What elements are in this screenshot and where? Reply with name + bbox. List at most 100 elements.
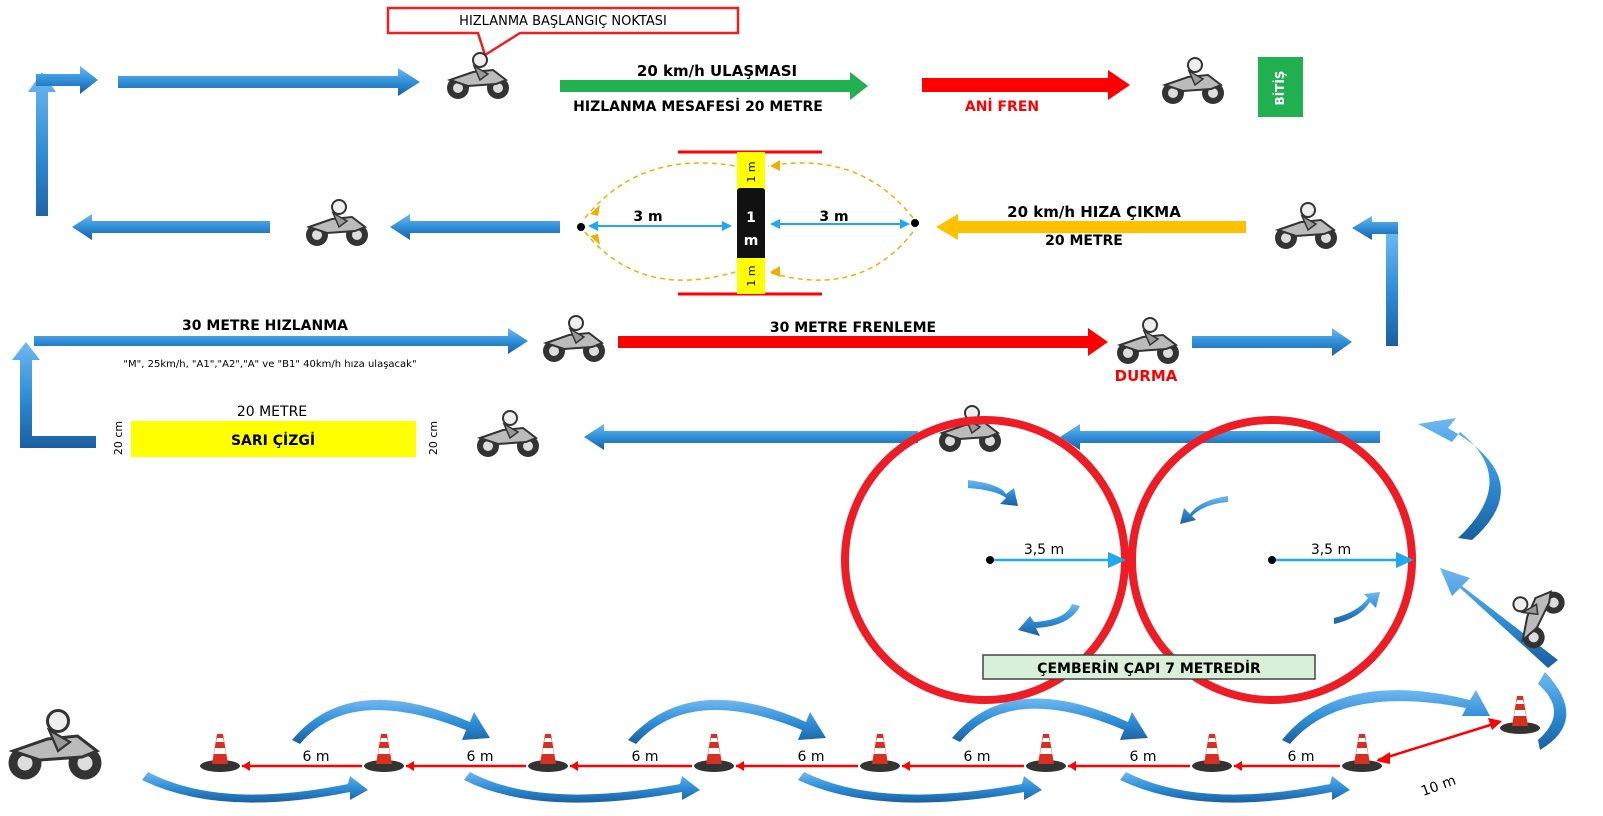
- blue-arrow-row2-mid: [390, 214, 560, 240]
- slalom-cone: [694, 734, 734, 772]
- cyan-head-right-a: [770, 219, 780, 229]
- blue-arrow-row4-right: [1060, 424, 1380, 450]
- left-width-label: 20 cm: [112, 421, 125, 455]
- motorcycle-icon-brake: [1161, 57, 1225, 105]
- row2-distance-label: 20 METRE: [1045, 233, 1123, 249]
- orange-arrowheads: [590, 160, 780, 277]
- cone-point-left: [577, 223, 585, 231]
- orange-arrow-row2: [936, 214, 1246, 240]
- bottom-marker-label: 1 m: [745, 265, 758, 286]
- slalom-gap-head: [736, 761, 744, 771]
- slalom-gap-head: [902, 761, 910, 771]
- slalom-lower-arcs: [142, 772, 1350, 803]
- orange-dashed-arcs: [584, 162, 914, 281]
- row1-speed-label: 20 km/h ULAŞMASI: [637, 62, 797, 80]
- left-distance-label: 3 m: [633, 209, 662, 225]
- yellow-line-box: [131, 421, 416, 457]
- left-radius-label: 3,5 m: [1024, 542, 1064, 558]
- cyan-head-left-b: [722, 221, 732, 231]
- slalom-upper-arcs: [292, 690, 1490, 744]
- slalom-gap-label: 6 m: [632, 749, 659, 765]
- motorcycle-icon-slalom: [7, 709, 103, 781]
- finish-box: [1258, 57, 1303, 117]
- diameter-note-box: [982, 654, 1316, 680]
- blue-arrow-corner-1: [36, 66, 98, 94]
- yellow-marker-top: [737, 152, 765, 192]
- diameter-note: ÇEMBERİN ÇAPI 7 METREDİR: [1037, 660, 1261, 677]
- slalom-gap-head: [406, 761, 414, 771]
- row4-distance-label: 20 METRE: [237, 404, 307, 420]
- circle-direction-arrows: [968, 480, 1380, 636]
- ten-meter-head-b: [1488, 718, 1502, 730]
- finish-label: BİTİŞ: [1272, 71, 1287, 106]
- start-callout-text: HIZLANMA BAŞLANGIÇ NOKTASI: [459, 14, 667, 29]
- row3-stop-label: DURMA: [1115, 367, 1178, 385]
- slalom-gap-label: 6 m: [798, 749, 825, 765]
- right-width-label: 20 cm: [427, 421, 440, 455]
- slalom-gap-label: 6 m: [1288, 749, 1315, 765]
- curved-arrow-right-upper: [1418, 418, 1501, 540]
- row1-brake-label: ANİ FREN: [965, 98, 1039, 115]
- slalom-gap-head: [1234, 761, 1242, 771]
- yellow-marker-bottom: [737, 258, 765, 294]
- green-arrow-accel: [560, 72, 868, 100]
- center-block-label: 1: [746, 210, 756, 226]
- motorcycle-icon-row4-left: [476, 410, 540, 458]
- row3-brake-label: 30 METRE FRENLEME: [770, 320, 936, 336]
- blue-arrow-up-left-1: [28, 72, 56, 228]
- ten-meter-line: [1377, 720, 1501, 762]
- right-radius-label: 3,5 m: [1311, 542, 1351, 558]
- slalom-cone: [1026, 734, 1066, 772]
- motorcycle-icon-start: [446, 52, 510, 100]
- slalom-cone: [364, 734, 404, 772]
- row1-distance-label: HIZLANMA MESAFESİ 20 METRE: [573, 98, 823, 115]
- slalom-gap-head: [570, 761, 578, 771]
- slalom-gap-label: 6 m: [1130, 749, 1157, 765]
- blue-arrow-up-right: [1386, 232, 1398, 346]
- slalom-gap-lines: 6 m 6 m 6 m 6 m 6 m 6 m 6 m: [242, 749, 1340, 771]
- slalom-gap-label: 6 m: [467, 749, 494, 765]
- curved-arrow-bottom-right: [1538, 672, 1567, 750]
- motorcycle-icon-row2-left: [305, 199, 369, 247]
- motorcycle-icon-row2-right: [1274, 202, 1338, 250]
- circle-left-center: [986, 556, 994, 564]
- start-callout: HIZLANMA BAŞLANGIÇ NOKTASI: [386, 6, 740, 57]
- row3-accel-label: 30 METRE HIZLANMA: [182, 318, 348, 334]
- black-center-block: [737, 188, 765, 260]
- ten-meter-head-a: [1376, 752, 1390, 764]
- blue-arrow-row2-left: [72, 214, 270, 240]
- motorcycle-icon-diagonal: [1496, 574, 1570, 654]
- cyan-head-left-a: [588, 221, 598, 231]
- yellow-line-label: SARI ÇİZGİ: [231, 432, 315, 449]
- slalom-gap-head: [1068, 761, 1076, 771]
- blue-arrow-row4-mid: [584, 424, 918, 450]
- cyan-head-right-b: [900, 219, 910, 229]
- slalom-cone: [860, 734, 900, 772]
- red-arrow-row3-brake: [618, 328, 1108, 356]
- center-block-unit: m: [744, 233, 759, 249]
- circle-right-center: [1268, 556, 1276, 564]
- row2-speed-label: 20 km/h HIZA ÇIKMA: [1007, 203, 1181, 221]
- slalom-cone: [1192, 734, 1232, 772]
- slalom-cone: [528, 734, 568, 772]
- blue-arrow-row1: [118, 68, 420, 96]
- slalom-cone: [1342, 734, 1382, 772]
- slalom-gap-label: 6 m: [303, 749, 330, 765]
- motorcycle-icon-row3-left: [542, 315, 606, 363]
- red-arrow-brake: [922, 70, 1130, 100]
- cone-point-right: [911, 219, 919, 227]
- right-distance-label: 3 m: [819, 209, 848, 225]
- slalom-gap-head: [242, 761, 250, 771]
- radius-head-right: [1396, 552, 1414, 568]
- blue-arrow-up-left-2: [12, 342, 96, 448]
- blue-arrow-row3-accel: [34, 328, 528, 354]
- motorcycle-icon-stop: [1116, 317, 1180, 365]
- cone-final: [1500, 696, 1540, 734]
- slalom-cone: [200, 734, 240, 772]
- last-gap-label: 10 m: [1419, 773, 1458, 800]
- slalom-gap-label: 6 m: [964, 749, 991, 765]
- top-marker-label: 1 m: [745, 161, 758, 182]
- blue-arrow-corner-right: [1352, 216, 1398, 240]
